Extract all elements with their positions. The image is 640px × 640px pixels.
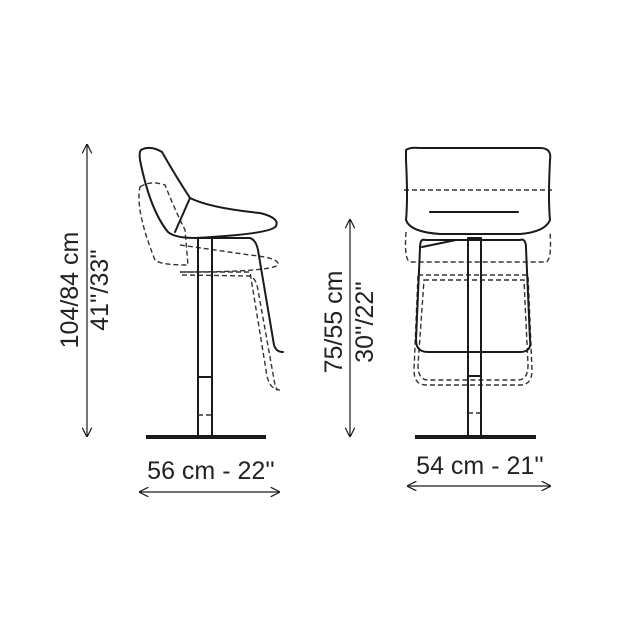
overall-height-in-label: 41''/33'' <box>86 249 114 331</box>
seat-height-cm-label: 75/55 cm <box>320 271 348 374</box>
front-view-stool <box>404 146 552 439</box>
overall-height-cm-label: 104/84 cm <box>56 232 84 349</box>
seat-height-in-label: 30''/22'' <box>351 281 379 363</box>
side-view-stool <box>138 146 284 439</box>
width-label: 54 cm - 21'' <box>416 452 544 480</box>
depth-label: 56 cm - 22'' <box>147 457 275 485</box>
